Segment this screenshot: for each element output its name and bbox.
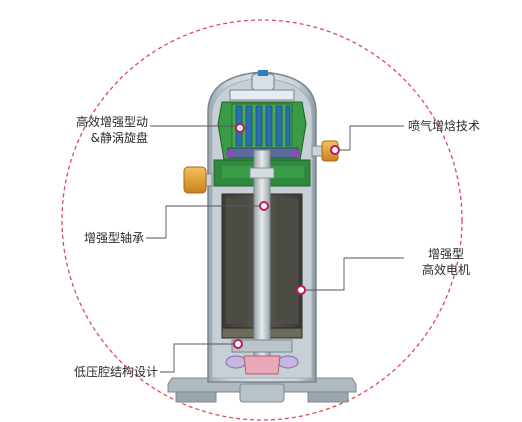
callout-vapor-injection: 喷气增焓技术: [408, 118, 480, 134]
callout-low-pressure-text: 低压腔结构设计: [73, 365, 158, 379]
callout-bearing-text: 增强型轴承: [83, 231, 144, 245]
lower-bearing: [225, 339, 299, 375]
callout-vapor-injection-text: 喷气增焓技术: [408, 119, 481, 133]
dashed-highlight-circle: [61, 19, 463, 421]
callout-markers: [233, 123, 340, 349]
crankshaft: [249, 149, 275, 369]
marker-motor: [296, 285, 306, 295]
marker-bearing: [259, 201, 269, 211]
callout-scroll-line1: 高效增强型动: [75, 115, 148, 129]
callout-low-pressure: 低压腔结构设计: [30, 364, 158, 380]
leader-lines: [146, 125, 404, 373]
callout-bearing: 增强型轴承: [40, 230, 144, 246]
leader-line-bearing: [146, 205, 262, 239]
marker-vapor-injection: [330, 145, 340, 155]
callout-scroll: 高效增强型动 &静涡旋盘: [40, 114, 148, 146]
suction-port: [183, 166, 213, 194]
discharge-cap: [229, 70, 295, 101]
callout-motor-line2: 高效电机: [421, 263, 470, 277]
leader-line-motor: [302, 257, 404, 291]
callout-motor: 增强型 高效电机: [408, 246, 484, 278]
marker-low-pressure: [233, 339, 243, 349]
callout-scroll-line2: &静涡旋盘: [90, 131, 148, 145]
callout-motor-line1: 增强型: [427, 247, 464, 261]
marker-scroll: [235, 123, 245, 133]
leader-line-low-pressure: [160, 343, 238, 373]
leader-line-vapor-injection: [335, 125, 404, 151]
